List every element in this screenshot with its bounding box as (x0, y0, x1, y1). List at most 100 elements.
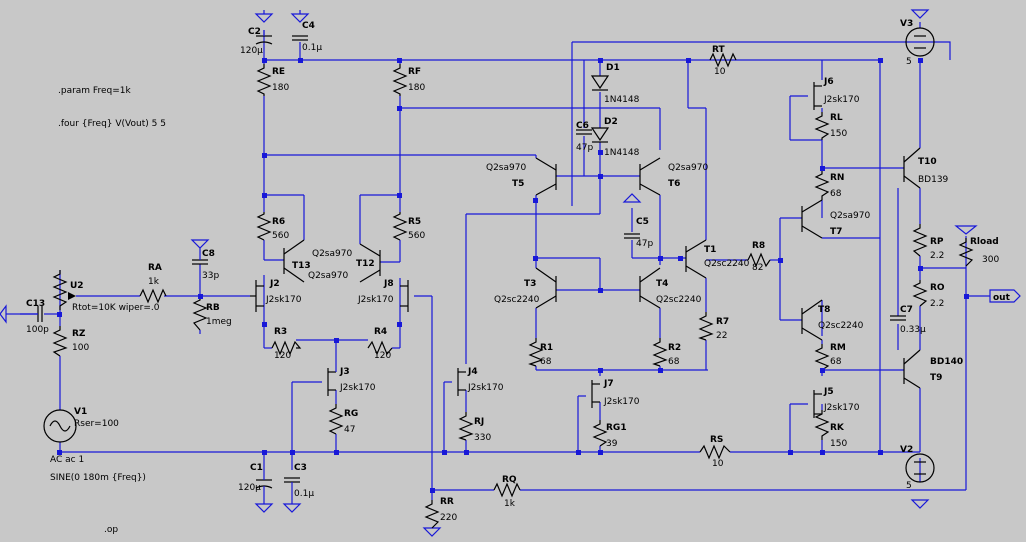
label-Rload: Rload (970, 237, 999, 247)
value-J7: J2sk170 (603, 397, 640, 407)
value-RZ: 100 (72, 343, 89, 353)
value-T7: Q2sa970 (830, 211, 870, 221)
value-J6: J2sk170 (823, 95, 860, 105)
label-RB: RB (206, 303, 220, 313)
labels: .param Freq=1k .four {Freq} V(Vout) 5 5 … (26, 19, 1011, 535)
value-R3: 120 (274, 351, 291, 361)
value-R2: 68 (668, 357, 680, 367)
label-T1: T1 (704, 245, 716, 255)
value-T5: Q2sa970 (486, 163, 526, 173)
diodes (590, 75, 610, 143)
label-RZ: RZ (72, 329, 86, 339)
label-U2: U2 (70, 281, 84, 291)
value-Rload: 300 (982, 255, 999, 265)
value-C4: 0.1µ (302, 43, 322, 53)
value-R5: 560 (408, 231, 425, 241)
label-RR: RR (440, 497, 454, 507)
value-R4: 120 (374, 351, 391, 361)
net-label-out: out (993, 293, 1011, 303)
label-RQ: RQ (502, 475, 517, 485)
value-T8: Q2sc2240 (818, 321, 864, 331)
value-C8: 33p (202, 271, 219, 281)
label-C3: C3 (294, 463, 307, 473)
value-RJ: 330 (474, 433, 491, 443)
directive-op: .op (104, 525, 118, 535)
label-RN: RN (830, 173, 844, 183)
label-RM: RM (830, 343, 846, 353)
wires (20, 22, 990, 500)
label-V3: V3 (900, 19, 913, 29)
label-V2: V2 (900, 445, 913, 455)
value-RN: 68 (830, 189, 842, 199)
value-D2: 1N4148 (604, 148, 640, 158)
label-D1: D1 (606, 63, 620, 73)
label-R4: R4 (374, 327, 387, 337)
ground-symbols (0, 9, 978, 537)
directive-param: .param Freq=1k (58, 86, 131, 96)
value-R6: 560 (272, 231, 289, 241)
label-T9: BD140 (930, 357, 963, 367)
value-R7: 22 (716, 331, 727, 341)
voltage-sources (43, 27, 935, 483)
value-D1: 1N4148 (604, 95, 640, 105)
value-RQ: 1k (504, 499, 516, 509)
value-C7: 0.33µ (900, 325, 926, 335)
label-C7: C7 (900, 305, 913, 315)
V1-ac: AC ac 1 (50, 455, 84, 465)
value-RB: 1meg (206, 317, 232, 327)
value-J5: J2sk170 (823, 403, 860, 413)
label-V1: V1 (74, 407, 87, 417)
label-C5: C5 (636, 217, 649, 227)
value-RA: 1k (148, 277, 160, 287)
label-RG1: RG1 (606, 423, 627, 433)
bjt-transistors (283, 147, 921, 389)
label-D2: D2 (604, 117, 618, 127)
label-RL: RL (830, 113, 843, 123)
value-RO: 2.2 (930, 299, 944, 309)
value-J3: J2sk170 (339, 383, 376, 393)
value-RF: 180 (408, 83, 425, 93)
value-T1: Q2sc2240 (704, 259, 750, 269)
label-R6: R6 (272, 217, 285, 227)
value-V2: 5 (906, 481, 912, 491)
label-T5: T5 (512, 179, 524, 189)
label-C6: C6 (576, 121, 589, 131)
value-RT: 10 (714, 67, 726, 77)
value-V1: Rser=100 (74, 419, 119, 429)
value-T3: Q2sc2240 (494, 295, 540, 305)
label-J6: J6 (823, 77, 834, 87)
junction-dots (57, 58, 969, 493)
value-RS: 10 (712, 459, 724, 469)
label-R3: R3 (274, 327, 287, 337)
label-RA: RA (148, 263, 162, 273)
label-J8: J8 (383, 279, 394, 289)
label-RF: RF (408, 67, 421, 77)
label-T7: T7 (830, 227, 842, 237)
value-RK: 150 (830, 439, 847, 449)
value-T10: BD139 (918, 175, 949, 185)
label-T8: T8 (818, 305, 830, 315)
value-RG: 47 (344, 425, 355, 435)
label-R8: R8 (752, 241, 765, 251)
value-V3: 5 (906, 57, 912, 67)
label-J2: J2 (269, 279, 280, 289)
value-C5: 47p (636, 239, 653, 249)
label-RJ: RJ (474, 417, 484, 427)
value-C2: 120µ (240, 46, 263, 56)
label-J7: J7 (603, 379, 614, 389)
label-C4: C4 (302, 21, 315, 31)
label-T10: T10 (918, 157, 937, 167)
jfet-transistors (250, 82, 822, 418)
label-R1: R1 (540, 343, 553, 353)
value-C3: 0.1µ (294, 489, 314, 499)
label-RS: RS (710, 435, 723, 445)
label-T13: T13 (292, 261, 311, 271)
V1-sine: SINE(0 180m {Freq}) (50, 473, 146, 483)
label-RP: RP (930, 237, 944, 247)
label-RK: RK (830, 423, 845, 433)
label-T4: T4 (656, 279, 668, 289)
label-J3: J3 (339, 367, 350, 377)
label-C2: C2 (248, 27, 261, 37)
